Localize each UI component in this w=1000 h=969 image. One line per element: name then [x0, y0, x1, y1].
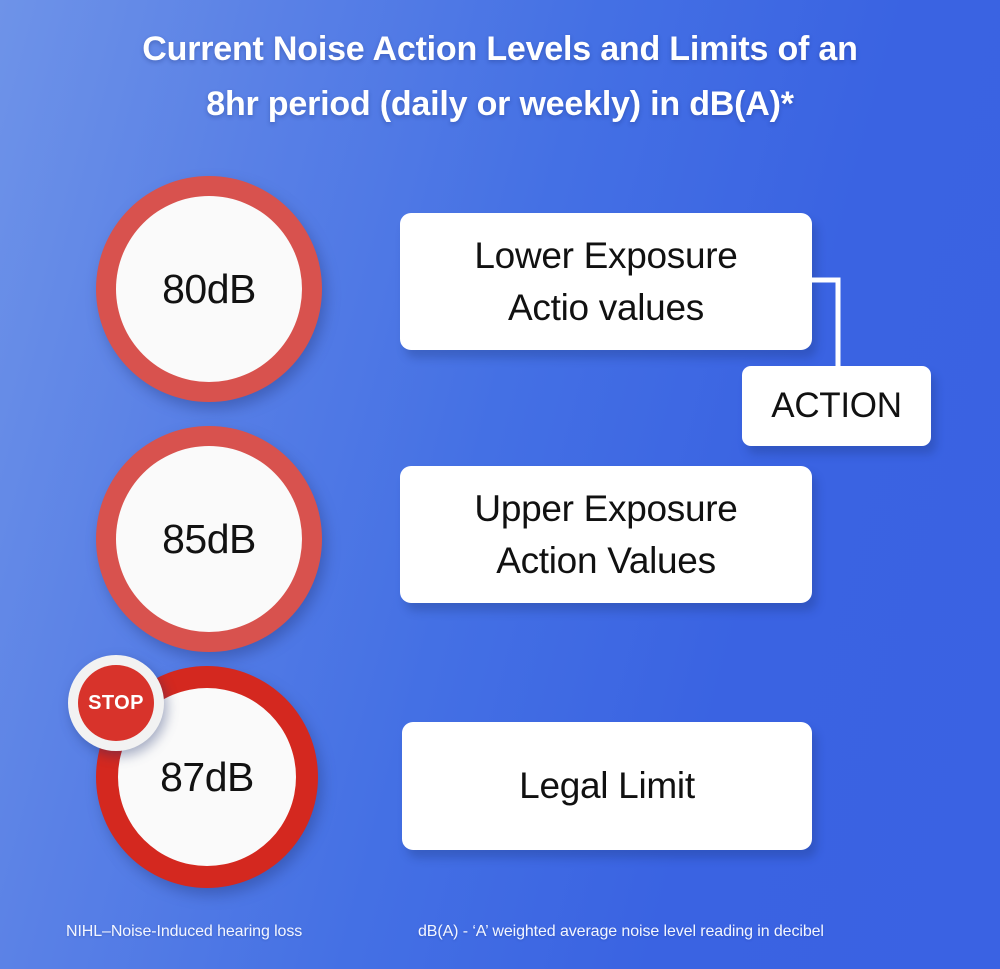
label-card-text: Legal Limit	[505, 760, 709, 811]
action-callout-card: ACTION	[742, 366, 931, 446]
footnote-nihl: NIHL–Noise-Induced hearing loss	[66, 923, 303, 940]
level-dial-inner: 80dB	[116, 196, 302, 382]
level-value-legal-limit: 87dB	[160, 753, 254, 800]
label-card-legal-limit: Legal Limit	[402, 722, 812, 850]
page-title: Current Noise Action Levels and Limits o…	[0, 22, 1000, 132]
level-dial-inner: 85dB	[116, 446, 302, 632]
page-title-line-1: Current Noise Action Levels and Limits o…	[142, 30, 858, 68]
label-card-lower-exposure: Lower Exposure Actio values	[400, 213, 812, 350]
label-card-line-2: Action Values	[496, 539, 716, 581]
footnote-dba: dB(A) - ‘A’ weighted average noise level…	[418, 923, 824, 940]
label-card-text: Lower Exposure Actio values	[460, 230, 751, 332]
level-dial-upper-exposure: 85dB	[96, 426, 322, 652]
label-card-upper-exposure: Upper Exposure Action Values	[400, 466, 812, 603]
level-value-lower-exposure: 80dB	[162, 265, 256, 312]
label-card-line-2: Actio values	[508, 286, 704, 328]
label-card-line-1: Upper Exposure	[474, 488, 738, 530]
action-callout-label: ACTION	[771, 385, 902, 425]
level-value-upper-exposure: 85dB	[162, 515, 256, 562]
stop-badge-disc: STOP	[78, 665, 154, 741]
label-card-line-1: Lower Exposure	[474, 235, 738, 277]
page-title-line-2: 8hr period (daily or weekly) in dB(A)*	[206, 85, 794, 124]
stop-badge-icon: STOP	[68, 655, 164, 751]
label-card-text: Upper Exposure Action Values	[460, 483, 751, 585]
stop-badge-label: STOP	[88, 692, 144, 714]
level-dial-lower-exposure: 80dB	[96, 176, 322, 402]
label-card-line-1: Legal Limit	[519, 765, 695, 807]
